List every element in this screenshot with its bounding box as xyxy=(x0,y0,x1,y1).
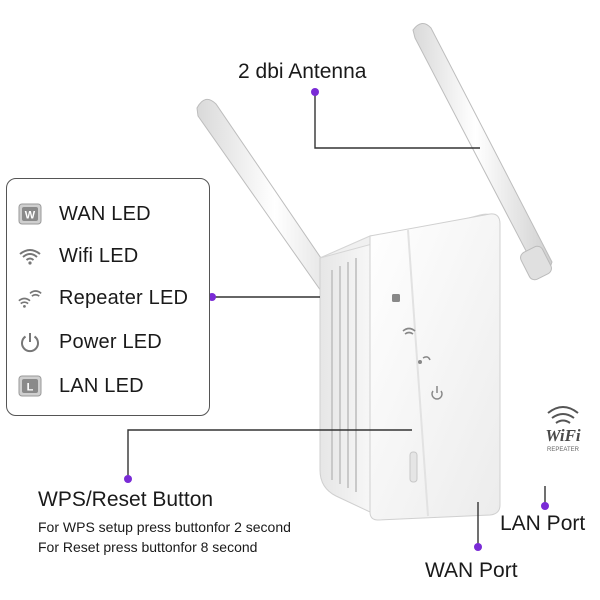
lan-square-icon: L xyxy=(17,373,43,399)
wps-instruction-line1: For WPS setup press buttonfor 2 second xyxy=(38,519,291,535)
callout-dots xyxy=(124,88,549,551)
device-led-repeater xyxy=(418,356,431,364)
wan-callout-dot xyxy=(474,543,482,551)
legend-item-power: Power LED xyxy=(17,325,162,359)
legend-label: Wifi LED xyxy=(59,244,139,267)
lan-callout-dot xyxy=(541,502,549,510)
legend-item-lan: L LAN LED xyxy=(17,369,144,403)
wifi-icon xyxy=(17,243,43,269)
legend-label: Power LED xyxy=(59,330,162,353)
antenna-callout-dot xyxy=(311,88,319,96)
legend-label: Repeater LED xyxy=(59,286,189,309)
callout-lines xyxy=(127,92,546,545)
device-led-wifi xyxy=(402,327,416,335)
device-led-wan xyxy=(392,294,400,302)
svg-text:W: W xyxy=(25,210,36,222)
wifi-repeater-logo: WiFi REPEATER xyxy=(545,406,581,453)
brand-text: WiFi xyxy=(545,426,581,445)
right-antenna xyxy=(412,23,553,281)
wan-square-icon: W xyxy=(17,201,43,227)
wps-callout-dot xyxy=(124,475,132,483)
legend-item-wifi: Wifi LED xyxy=(17,239,138,273)
antenna-label: 2 dbi Antenna xyxy=(238,60,367,83)
legend-label: WAN LED xyxy=(59,202,151,225)
power-icon xyxy=(17,329,43,355)
legend-item-wan: W WAN LED xyxy=(17,197,151,231)
wan-port-label: WAN Port xyxy=(425,559,518,582)
wps-instruction-line2: For Reset press buttonfor 8 second xyxy=(38,539,258,555)
device-body xyxy=(319,213,501,521)
legend-label: LAN LED xyxy=(59,374,144,397)
lan-port-label: LAN Port xyxy=(500,512,586,535)
device-led-power xyxy=(431,386,443,400)
legend-item-repeater: Repeater LED xyxy=(17,281,188,315)
repeater-icon xyxy=(17,285,43,311)
led-legend: W WAN LED Wifi LED Repeater LED xyxy=(6,178,210,416)
repeater-callout-dot xyxy=(208,293,216,301)
brand-subtext: REPEATER xyxy=(547,447,580,453)
wps-reset-title: WPS/Reset Button xyxy=(38,488,214,511)
svg-text:L: L xyxy=(27,382,34,394)
